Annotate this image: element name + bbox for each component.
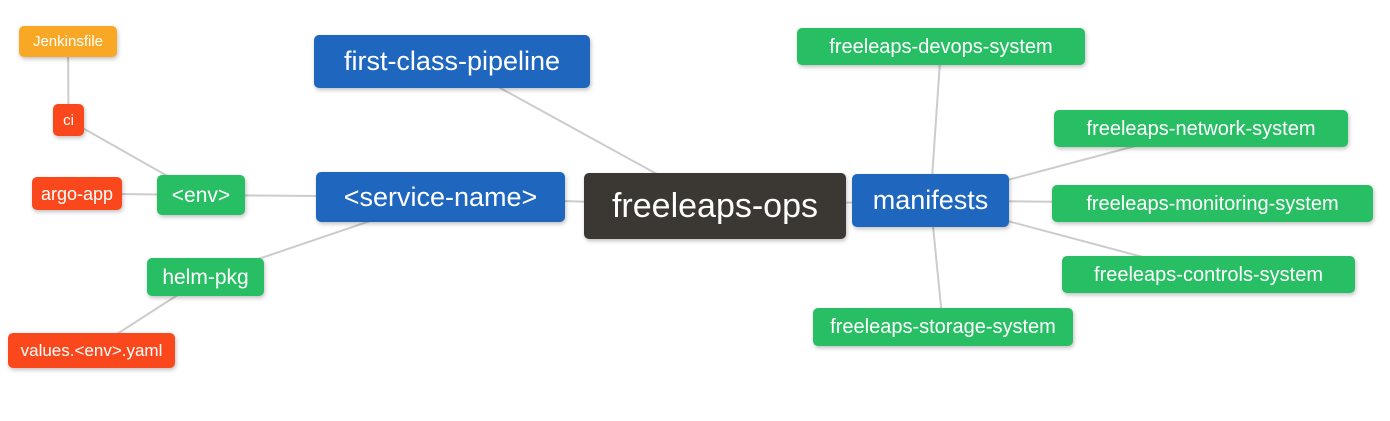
node-values-env-yaml[interactable]: values.<env>.yaml <box>8 333 175 368</box>
node-env[interactable]: <env> <box>157 175 245 215</box>
node-freeleaps-ops-root[interactable]: freeleaps-ops <box>584 173 846 239</box>
node-manifests[interactable]: manifests <box>852 174 1009 227</box>
node-freeleaps-controls-system[interactable]: freeleaps-controls-system <box>1062 256 1355 293</box>
node-freeleaps-network-system[interactable]: freeleaps-network-system <box>1054 110 1348 147</box>
node-helm-pkg[interactable]: helm-pkg <box>147 258 264 296</box>
node-argo-app[interactable]: argo-app <box>32 177 122 210</box>
node-ci[interactable]: ci <box>53 104 84 136</box>
node-freeleaps-devops-system[interactable]: freeleaps-devops-system <box>797 28 1085 65</box>
node-freeleaps-storage-system[interactable]: freeleaps-storage-system <box>813 308 1073 346</box>
node-first-class-pipeline[interactable]: first-class-pipeline <box>314 35 590 88</box>
node-jenkinsfile[interactable]: Jenkinsfile <box>19 26 117 57</box>
node-service-name[interactable]: <service-name> <box>316 172 565 222</box>
node-freeleaps-monitoring-system[interactable]: freeleaps-monitoring-system <box>1052 185 1373 222</box>
